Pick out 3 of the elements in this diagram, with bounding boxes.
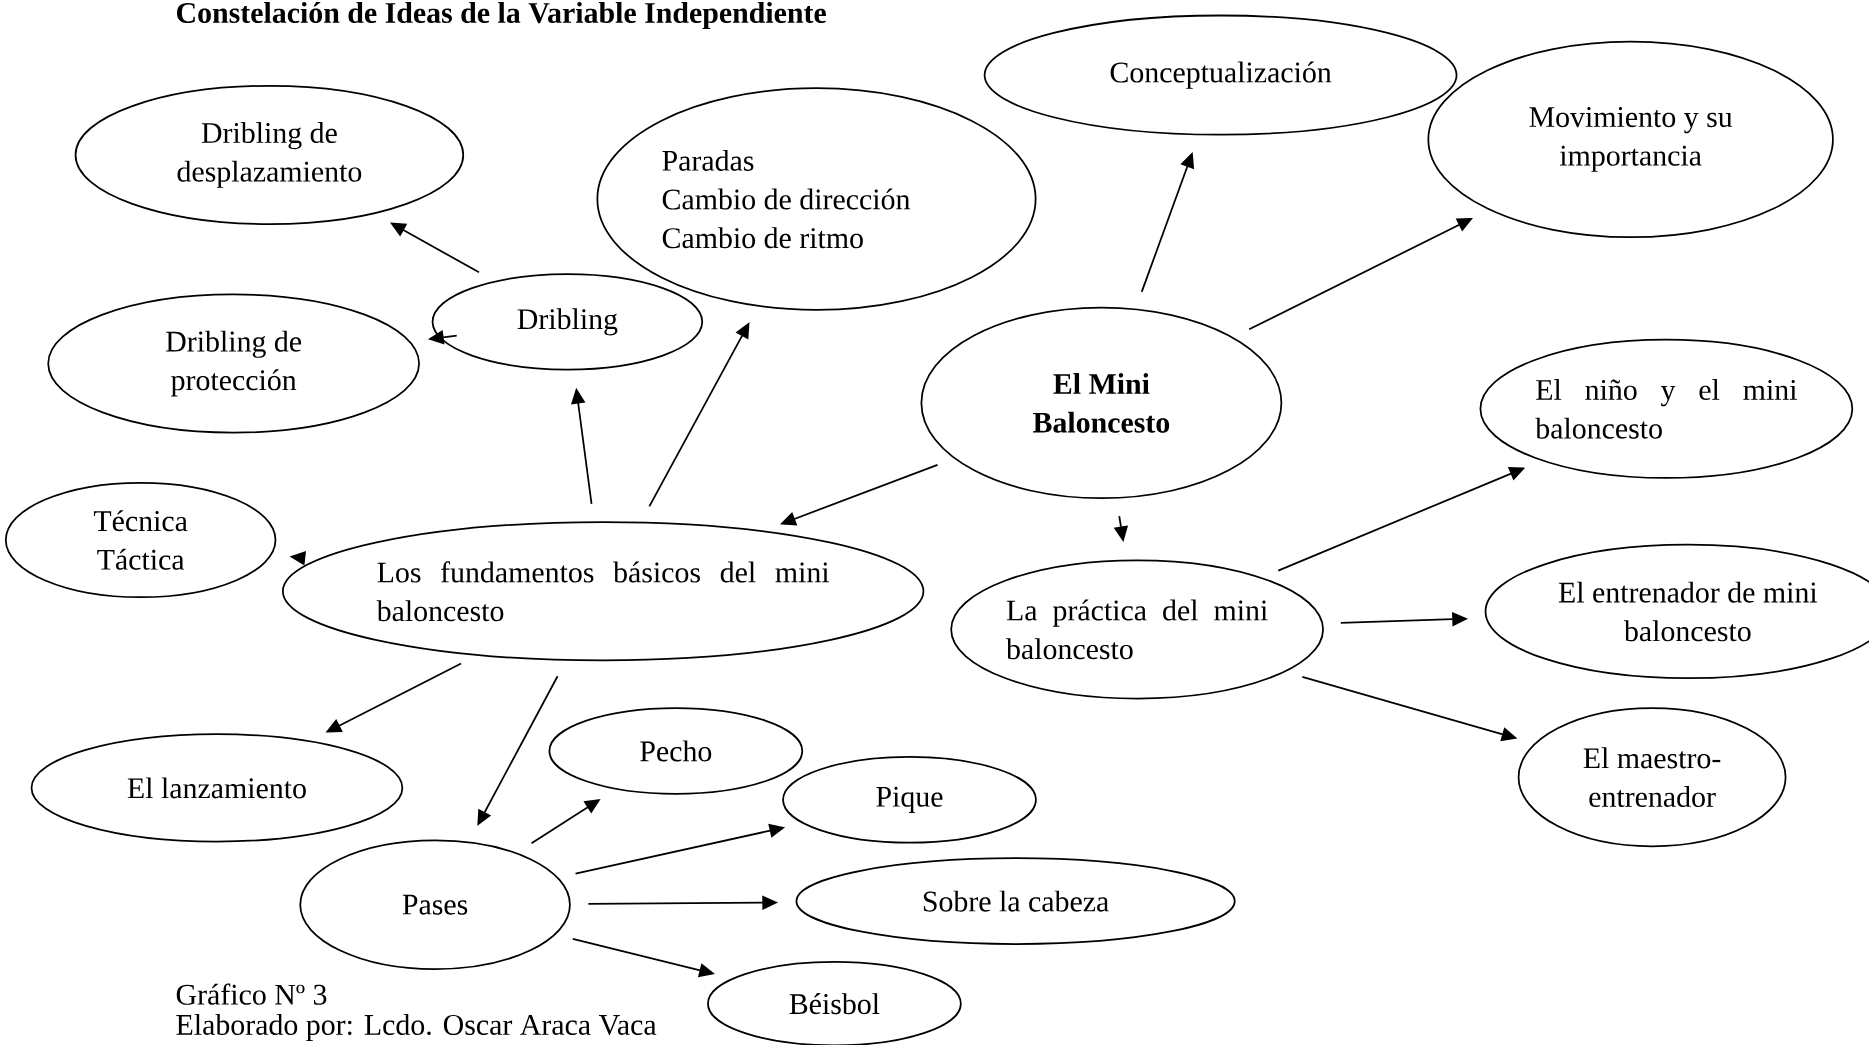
caption-text: Elaborado por: Lcdo. Oscar Araca Vaca — [176, 1013, 657, 1041]
caption-text: Gráfico Nº 3 — [176, 983, 327, 1005]
title: Constelación de Ideas de la Variable Independiente — [177, 1, 826, 29]
